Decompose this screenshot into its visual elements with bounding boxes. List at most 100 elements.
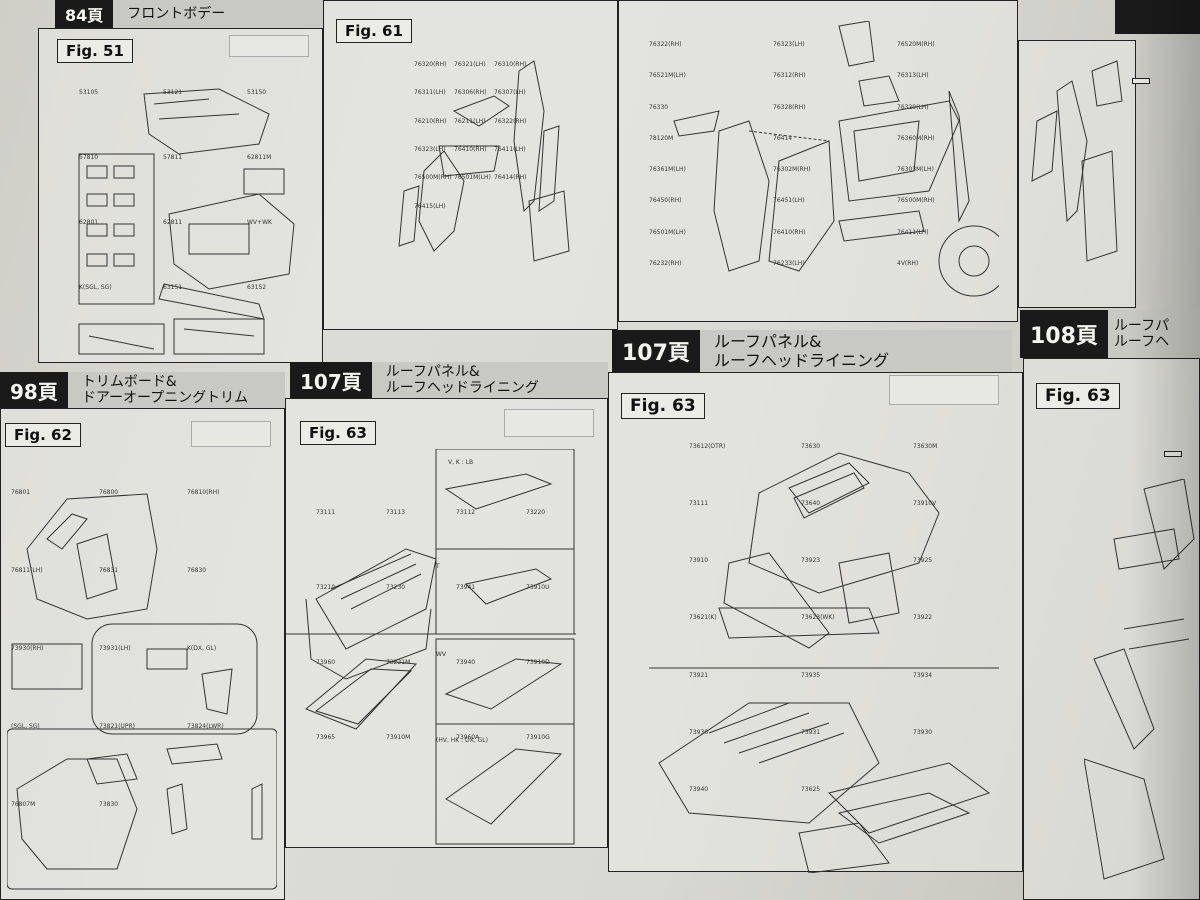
part-number-label: 73824(LWR) — [187, 723, 224, 730]
part-number-label: 76233(LH) — [773, 259, 805, 267]
figure-panel-body-side: 76322(RH)76323(LH)76520M(RH)76521M(LH)76… — [618, 0, 1018, 322]
part-number-label: 76303M(LH) — [897, 166, 934, 173]
part-number-label: 73230 — [386, 584, 406, 591]
corner-figure-number — [1132, 78, 1150, 84]
part-number-label: 76830 — [187, 567, 207, 574]
part-number-label: 57810 — [79, 154, 99, 161]
part-number-label: 73921 — [689, 671, 709, 679]
figure-label: Fig. 61 — [336, 19, 412, 43]
part-number-label: 73910U — [526, 584, 550, 591]
part-number-label: WV+WK — [247, 219, 272, 226]
part-number-label: 76312(RH) — [773, 72, 806, 80]
part-number-label: 76329(LH) — [897, 103, 929, 111]
part-number-label: 76306(RH) — [454, 89, 487, 97]
part-number-label: 73940 — [689, 785, 709, 793]
corner-figure-number-2 — [1164, 451, 1182, 457]
part-number-label: 76232(RH) — [649, 259, 682, 267]
figure-label: Fig. 63 — [300, 421, 376, 445]
variant-label: T — [436, 563, 440, 570]
part-number-label: 73934 — [913, 671, 933, 679]
part-number-label: 73910G — [526, 734, 550, 741]
blank-box — [191, 421, 271, 447]
part-number-label: 73630 — [801, 443, 821, 450]
part-number-label: 73960A — [456, 734, 480, 741]
part-number-label: 76800 — [99, 489, 119, 496]
body-side-drawing — [673, 21, 999, 297]
part-number-label: 73930 — [913, 728, 933, 736]
page-curl-shadow — [1130, 0, 1200, 900]
part-number-label: 73923 — [801, 557, 821, 565]
section-header-84: 84頁 フロントボデー — [55, 0, 325, 28]
part-number-label: (SGL, SG) — [11, 723, 40, 730]
part-number-label: 76501M(LH) — [649, 228, 686, 236]
part-number-label: 76330 — [649, 103, 669, 111]
part-number-label: 73830 — [99, 801, 119, 808]
part-number-label: 73930(RH) — [11, 645, 44, 652]
part-number-label: 73910D — [526, 659, 550, 666]
part-number-label: 76520M(RH) — [897, 41, 935, 48]
figure-label: Fig. 63 — [1036, 383, 1120, 409]
part-number-label: 76211(LH) — [454, 117, 486, 125]
part-number-label: 73821(UPR) — [99, 723, 135, 730]
part-number-label: 76411(LH) — [897, 228, 929, 236]
part-number-label: 73621(K) — [689, 614, 717, 622]
part-number-label: 73630M — [913, 443, 938, 450]
part-number-label: 76302M(RH) — [773, 166, 811, 173]
part-number-label: 63151 — [163, 284, 183, 291]
part-number-label: 73931 — [801, 728, 821, 736]
part-number-label: 76311(LH) — [414, 89, 446, 97]
part-number-label: 73925 — [913, 557, 933, 565]
part-number-label: 76450(RH) — [649, 197, 682, 205]
part-number-label: 73221M — [386, 659, 411, 666]
part-number-label: 73910M — [386, 734, 411, 741]
part-number-label: 62811 — [163, 219, 183, 226]
section-header-98: 98頁 トリムボード& ドアーオープニングトリム — [0, 372, 285, 408]
figure-panel-fig61: Fig. 61 76320(RH)76321(LH)76310(RH)76311… — [323, 0, 618, 330]
fig63b-drawing — [649, 452, 999, 873]
part-number-label: 76500M(RH) — [414, 174, 452, 182]
part-number-label: 4V(RH) — [897, 259, 919, 267]
part-number-label: 73112 — [456, 509, 476, 516]
part-number-label: 57811 — [163, 154, 183, 161]
figure-panel-corner — [1018, 40, 1136, 308]
part-number-label: 73220 — [526, 509, 546, 516]
part-number-label: 63152 — [247, 284, 267, 291]
part-number-label: 73210 — [316, 584, 336, 591]
part-number-label: 73935 — [801, 671, 821, 679]
part-number-label: 76307(LH) — [494, 89, 526, 97]
part-number-label: 76810(RH) — [187, 489, 220, 496]
page-number: 107頁 — [290, 362, 372, 398]
fig51-drawing — [78, 88, 295, 355]
section-title: ルーフパネル& ルーフヘッドライニング — [713, 332, 889, 370]
figure-panel-fig63c: Fig. 63 — [1023, 358, 1200, 900]
part-number-label: 76831 — [99, 567, 119, 574]
part-number-label: 76501M(LH) — [454, 174, 491, 182]
part-number-label: 76310(RH) — [494, 61, 527, 68]
part-number-label: 73623(WK) — [801, 614, 835, 622]
figure-label: Fig. 51 — [57, 39, 133, 63]
page-number: 108頁 — [1020, 310, 1108, 358]
part-number-label: 73640 — [801, 500, 821, 508]
figure-panel-fig63a: Fig. 63 V, K : LB T WV (HV, HK : DX, GL)… — [285, 398, 608, 848]
page-number: 107頁 — [612, 330, 700, 372]
part-number-label: 73910 — [689, 557, 709, 565]
corner-drawing — [1031, 60, 1123, 262]
part-number-label: 73111 — [689, 500, 709, 508]
blank-box — [504, 409, 594, 437]
part-number-label: 76323(LH) — [414, 146, 446, 153]
variant-label: V, K : LB — [448, 459, 474, 466]
part-number-label: 76320(RH) — [414, 61, 447, 68]
part-number-label: K(SGL, SG) — [79, 284, 112, 291]
section-title: フロントボデー — [127, 6, 226, 22]
part-number-label: 62801 — [79, 219, 99, 226]
part-number-label: 76500M(RH) — [897, 197, 935, 205]
part-number-label: 76414(RH) — [494, 174, 527, 182]
part-number-label: 76322(RH) — [494, 117, 527, 125]
section-header-107b: 107頁 ルーフパネル& ルーフヘッドライニング — [612, 330, 1012, 372]
blank-box — [229, 35, 309, 57]
part-number-label: 73111 — [316, 509, 336, 516]
part-number-label: 53150 — [247, 89, 267, 96]
part-number-label: 73113 — [386, 509, 406, 516]
